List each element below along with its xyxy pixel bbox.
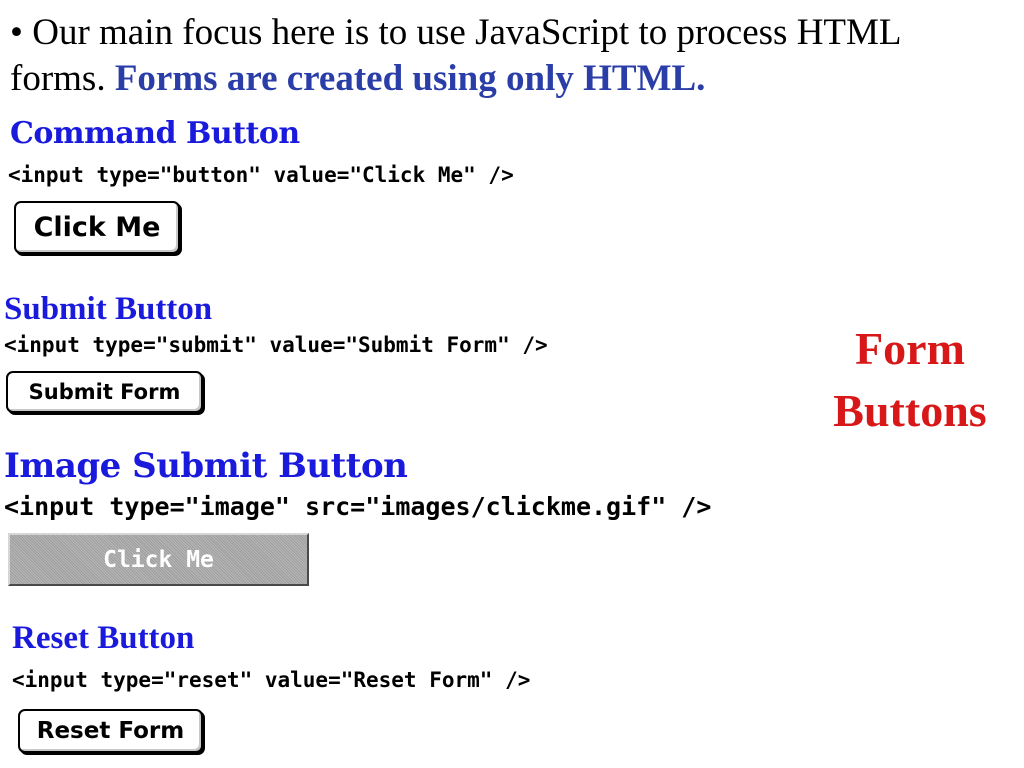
submit-button-code: <input type="submit" value="Submit Form"… (4, 333, 548, 357)
intro-emphasis: Forms are created using only HTML. (114, 58, 706, 99)
submit-button-heading: Submit Button (4, 291, 213, 327)
command-button-heading: Command Button (10, 116, 300, 151)
intro-paragraph: • Our main focus here is to use JavaScri… (10, 10, 1000, 102)
bullet-glyph: • (10, 12, 23, 53)
click-me-image-button[interactable]: Click Me (8, 533, 309, 586)
click-me-button[interactable]: Click Me (14, 201, 180, 254)
side-title-line-2: Buttons (833, 385, 987, 436)
reset-button-heading: Reset Button (12, 620, 195, 656)
submit-form-button[interactable]: Submit Form (6, 371, 203, 413)
image-submit-button-code: <input type="image" src="images/clickme.… (4, 492, 712, 521)
intro-text: Our main focus here is to use JavaScript… (10, 12, 901, 99)
image-submit-button-heading: Image Submit Button (4, 446, 408, 486)
reset-button-code: <input type="reset" value="Reset Form" /… (12, 668, 531, 692)
command-button-code: <input type="button" value="Click Me" /> (8, 163, 514, 187)
side-title-line-1: Form (855, 323, 965, 374)
reset-form-button[interactable]: Reset Form (18, 709, 203, 753)
slide-side-title: Form Buttons (810, 318, 1010, 442)
